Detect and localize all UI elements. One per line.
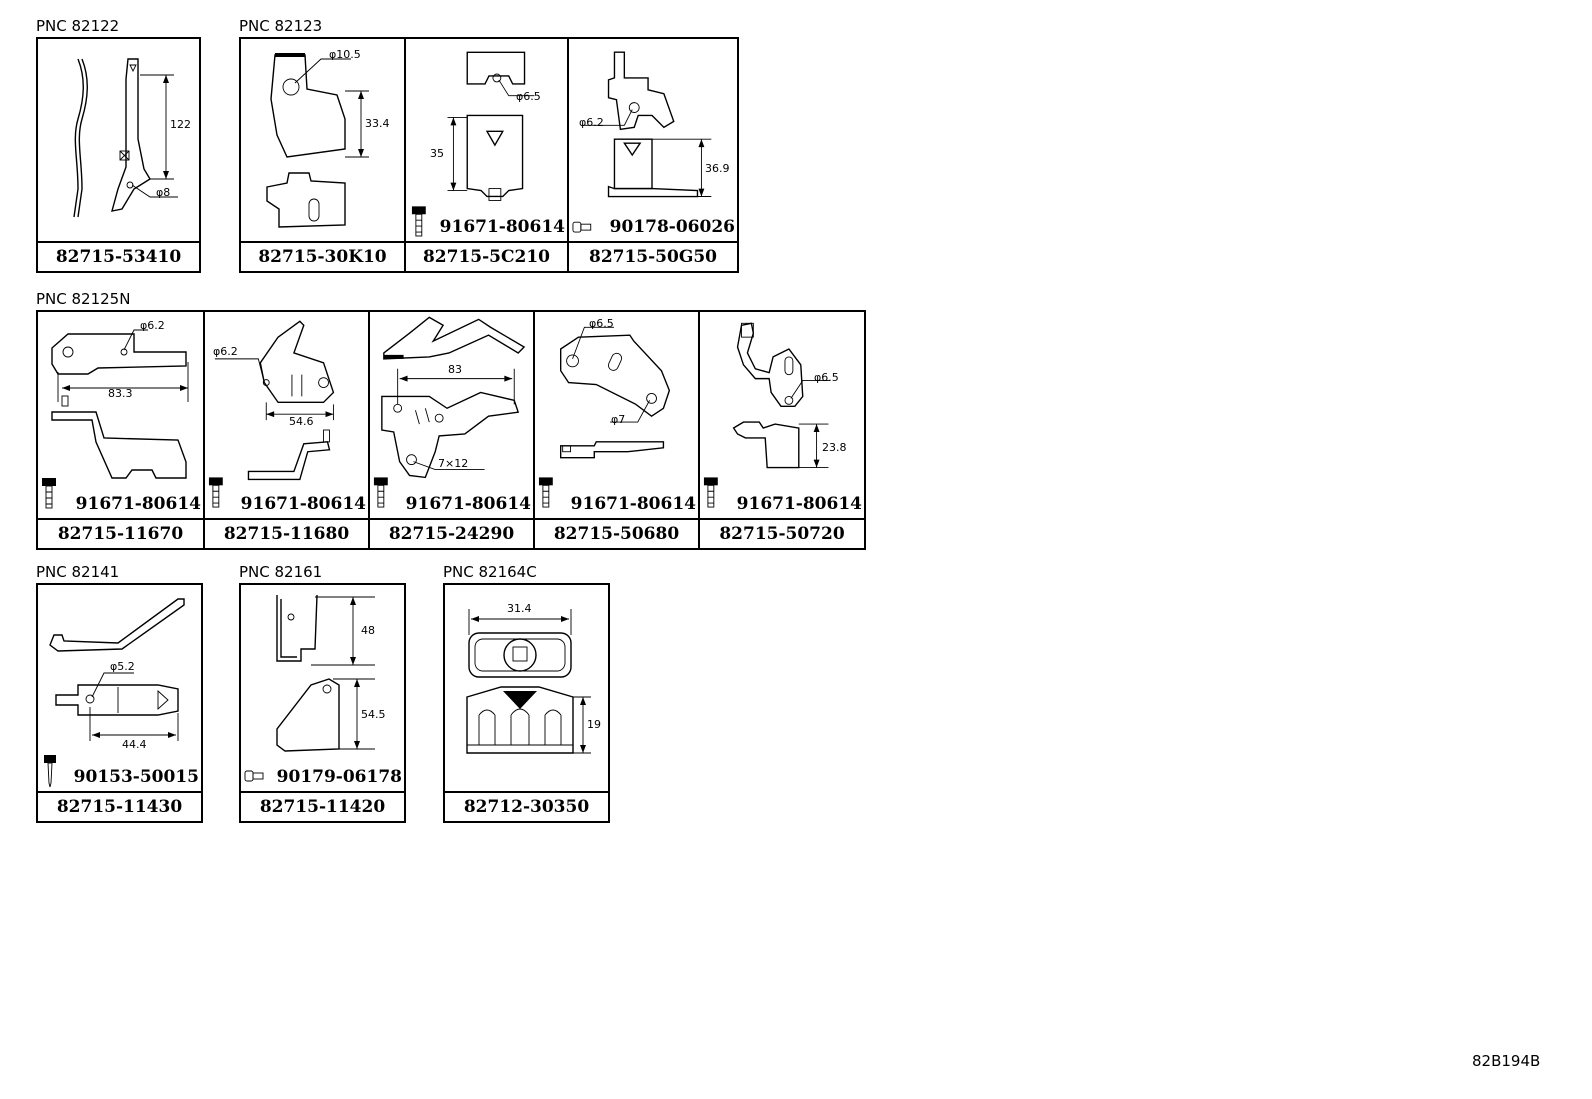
part-box-group-82161: 48 54.5 90179-06178 82715-11420 — [239, 583, 406, 823]
part-number[interactable]: 82715-5C210 — [406, 241, 567, 271]
part-cell[interactable]: 31.4 19 82712-30350 — [445, 585, 608, 821]
dimension-label: 19 — [587, 718, 601, 731]
bracket-drawing — [73, 58, 178, 218]
part-cell[interactable]: 122 φ8 82715-53410 — [38, 39, 199, 271]
dimension-label: 83.3 — [108, 387, 133, 400]
part-cell[interactable]: φ6.5 φ7 91671-80614 82715-50680 — [533, 312, 698, 548]
part-cell[interactable]: φ5.2 44.4 90153-50015 82715-11430 — [38, 585, 201, 821]
dimension-label: φ6.2 — [213, 345, 238, 358]
bracket-drawing — [703, 322, 831, 508]
dimension-label: 44.4 — [122, 738, 147, 751]
pnc-label: PNC 82123 — [239, 17, 323, 35]
dimension-label: φ8 — [156, 186, 171, 199]
bracket-drawing — [208, 320, 335, 508]
dimension-label: φ5.2 — [110, 660, 135, 673]
dimension-label: φ6.5 — [589, 317, 614, 330]
pnc-label: PNC 82141 — [36, 563, 120, 581]
part-number[interactable]: 82715-50720 — [700, 518, 864, 548]
dimension-label: 7×12 — [438, 457, 469, 470]
part-box-group-82125N: φ6.2 83.3 91671-80614 82715-11670 φ6.2 5… — [36, 310, 866, 550]
pnc-label: PNC 82164C — [443, 563, 537, 581]
dimension-label: φ6.2 — [579, 116, 604, 129]
dimension-label: φ10.5 — [329, 48, 361, 61]
hardware-part-number[interactable]: 90178-06026 — [609, 217, 735, 237]
part-number[interactable]: 82715-11420 — [241, 791, 404, 821]
part-number[interactable]: 82715-11430 — [38, 791, 201, 821]
hardware-part-number[interactable]: 91671-80614 — [75, 494, 201, 514]
part-number[interactable]: 82715-50680 — [535, 518, 698, 548]
hardware-part-number[interactable]: 90179-06178 — [276, 767, 402, 787]
dimension-label: 36.9 — [705, 162, 730, 175]
pnc-label: PNC 82161 — [239, 563, 323, 581]
part-number[interactable]: 82715-50G50 — [569, 241, 737, 271]
dimension-label: 31.4 — [507, 602, 532, 615]
part-number[interactable]: 82715-11670 — [38, 518, 203, 548]
bracket-drawing — [538, 326, 671, 508]
hardware-part-number[interactable]: 91671-80614 — [240, 494, 366, 514]
dimension-label: φ6.2 — [140, 319, 165, 332]
hardware-part-number[interactable]: 91671-80614 — [570, 494, 696, 514]
part-number[interactable]: 82715-53410 — [38, 241, 199, 271]
dimension-label: φ6.5 — [814, 371, 839, 384]
bracket-drawing — [572, 51, 712, 233]
part-box-group-82141: φ5.2 44.4 90153-50015 82715-11430 — [36, 583, 203, 823]
pnc-label: PNC 82122 — [36, 17, 120, 35]
part-number[interactable]: 82715-24290 — [370, 518, 533, 548]
bracket-drawing — [411, 51, 535, 237]
part-cell[interactable]: φ6.2 83.3 91671-80614 82715-11670 — [38, 312, 203, 548]
hardware-part-number[interactable]: 91671-80614 — [736, 494, 862, 514]
dimension-label: 48 — [361, 624, 375, 637]
hardware-part-number[interactable]: 90153-50015 — [73, 767, 199, 787]
bracket-drawing — [42, 329, 189, 509]
dimension-label: 122 — [170, 118, 191, 131]
part-box-group-82122: 122 φ8 82715-53410 — [36, 37, 201, 273]
bracket-drawing — [266, 53, 369, 228]
part-cell[interactable]: φ6.5 23.8 91671-80614 82715-50720 — [698, 312, 864, 548]
bracket-drawing — [44, 598, 185, 788]
bracket-drawing — [466, 609, 591, 754]
dimension-label: 33.4 — [365, 117, 390, 130]
hardware-part-number[interactable]: 91671-80614 — [405, 494, 531, 514]
part-cell[interactable]: φ6.2 36.9 90178-06026 82715-50G50 — [567, 39, 737, 271]
part-cell[interactable]: 83 7×12 91671-80614 82715-24290 — [368, 312, 533, 548]
bracket-drawing — [244, 594, 375, 782]
diagram-id: 82B194B — [1472, 1052, 1541, 1070]
bracket-drawing — [373, 316, 526, 508]
part-number[interactable]: 82715-11680 — [205, 518, 368, 548]
hardware-part-number[interactable]: 91671-80614 — [439, 217, 565, 237]
dimension-label: φ6.5 — [516, 90, 541, 103]
part-cell[interactable]: 48 54.5 90179-06178 82715-11420 — [241, 585, 404, 821]
part-cell[interactable]: φ6.2 54.6 91671-80614 82715-11680 — [203, 312, 368, 548]
part-cell[interactable]: φ10.5 33.4 82715-30K10 — [241, 39, 404, 271]
dimension-label: 23.8 — [822, 441, 847, 454]
dimension-label: 35 — [430, 147, 444, 160]
pnc-label: PNC 82125N — [36, 290, 131, 308]
part-cell[interactable]: φ6.5 35 91671-80614 82715-5C210 — [404, 39, 567, 271]
part-box-group-82164C: 31.4 19 82712-30350 — [443, 583, 610, 823]
dimension-label: 54.6 — [289, 415, 314, 428]
dimension-label: φ7 — [611, 413, 626, 426]
dimension-label: 54.5 — [361, 708, 386, 721]
dimension-label: 83 — [448, 363, 462, 376]
part-box-group-82123: φ10.5 33.4 82715-30K10 φ6.5 35 91671-806… — [239, 37, 739, 273]
part-number[interactable]: 82712-30350 — [445, 791, 608, 821]
part-number[interactable]: 82715-30K10 — [241, 241, 404, 271]
